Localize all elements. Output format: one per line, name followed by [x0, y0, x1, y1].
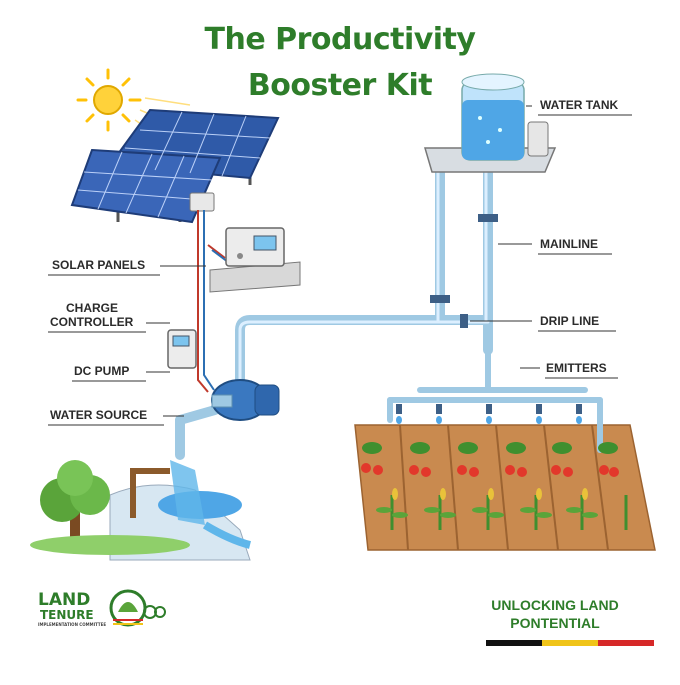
logo-sub: IMPLEMENTATION COMMITTEE: [38, 622, 107, 627]
pipe-highlights: [238, 158, 490, 387]
pipe-couplings: [430, 214, 498, 328]
crop-field: [354, 424, 656, 551]
label-controller: CONTROLLER: [50, 315, 134, 329]
grass: [30, 535, 190, 555]
wires: [197, 210, 229, 393]
charge-controller: [209, 227, 301, 293]
tagline-line-1: UNLOCKING LAND: [491, 597, 619, 613]
dc-pump: [211, 379, 280, 421]
label-water-source: WATER SOURCE: [50, 408, 148, 422]
title-line-2: Booster Kit: [247, 68, 433, 103]
label-drip-line: DRIP LINE: [540, 314, 600, 328]
label-solar-panels: SOLAR PANELS: [52, 258, 146, 272]
land-tenure-logo-icon: [109, 589, 166, 627]
label-charge: CHARGE: [66, 301, 119, 315]
label-emitters: EMITTERS: [546, 361, 607, 375]
drip-header: [387, 347, 603, 453]
tagline-line-2: PONTENTIAL: [510, 615, 600, 631]
emitter-valves: [396, 404, 582, 414]
flag-stripe: [486, 640, 654, 646]
water-tank: [424, 73, 557, 173]
logo-tenure: TENURE: [40, 608, 94, 622]
label-dc-pump: DC PUMP: [74, 364, 130, 378]
logo-land: LAND: [38, 590, 91, 610]
title-line-1: The Productivity: [204, 22, 476, 57]
solar-panels: [70, 108, 280, 224]
label-underlines: [48, 114, 632, 426]
tomato-plants: [361, 442, 619, 477]
pump-controller: [167, 329, 197, 369]
label-mainline: MAINLINE: [540, 237, 598, 251]
tree-icon: [40, 460, 110, 545]
corn-plants: [376, 488, 628, 530]
leader-lines: [146, 105, 540, 417]
water-drops: [396, 416, 582, 424]
label-water-tank: WATER TANK: [540, 98, 619, 112]
